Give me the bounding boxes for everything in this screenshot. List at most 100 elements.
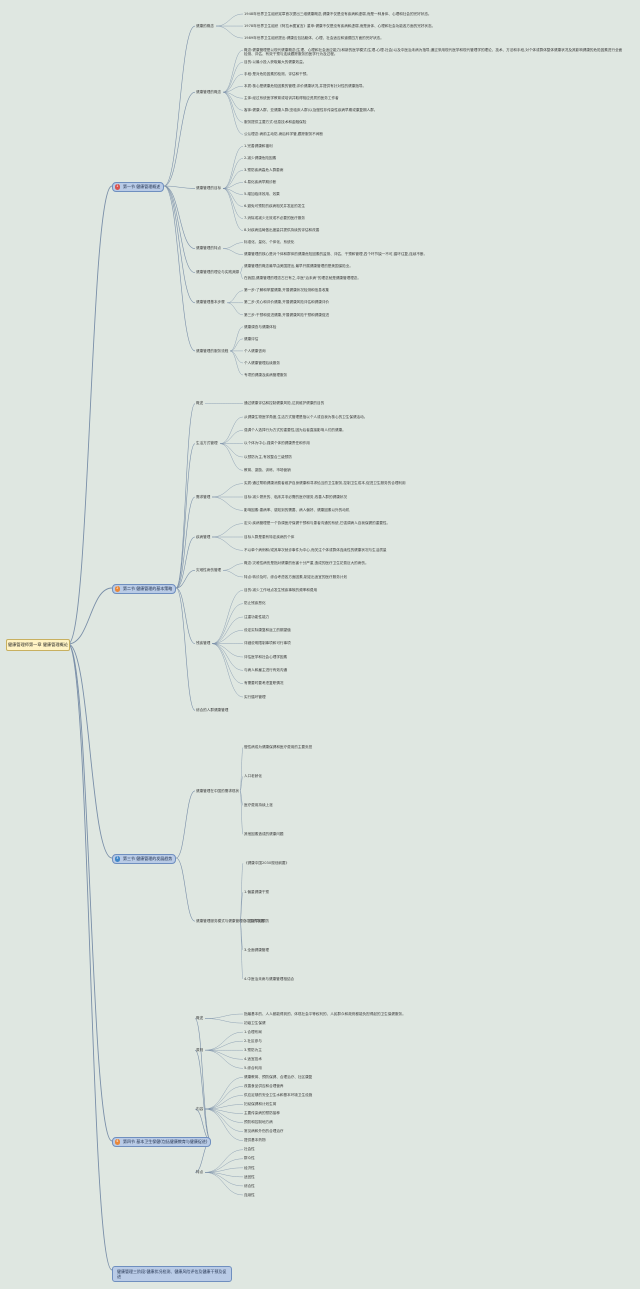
leaf-node: 注重功能性能力 — [244, 614, 270, 619]
leaf-node: 目的:减少工作地点发生残疾事故的频率和费用 — [244, 588, 318, 593]
leaf-node: 5.综合利用 — [244, 1066, 262, 1070]
connector-line — [239, 266, 244, 273]
connector-line — [204, 1077, 244, 1110]
connector-line — [204, 1031, 244, 1051]
connector-line — [222, 170, 244, 189]
leaf-node: 与病人和雇主进行有效沟通 — [244, 668, 288, 673]
branch-node[interactable]: 综合的人群健康管理 — [196, 708, 229, 713]
connector-line — [222, 242, 244, 249]
leaf-node: 经济性 — [244, 1165, 255, 1170]
connector-line — [222, 49, 244, 93]
branch-node[interactable]: 生活方式管理 — [196, 441, 218, 446]
connector-line — [211, 643, 244, 684]
leaf-node: 1948年世界卫生组织宪章首次提出三维健康概念,健康不仅是没有疾病和虚弱,而是一… — [244, 11, 432, 16]
chapter-badge-icon: 1 — [114, 184, 121, 190]
branch-node[interactable]: 健康的概念 — [196, 23, 214, 28]
leaf-node: 6.避免可预防的疾病相关并发症的发生 — [244, 204, 305, 209]
connector-line — [204, 1149, 244, 1173]
leaf-node: 第二步:关心和评价健康,开展健康风险评估和健康评价 — [244, 300, 330, 305]
leaf-node: 指最基本的、人人都能得到的、体现社会平等权利的、人民群众和政府都能负担得起的卫生… — [244, 1011, 406, 1016]
leaf-node: 连续性 — [244, 1192, 255, 1197]
leaf-node: 健康管理的核心是对个体和群体的健康危险因素的监测、评估、干预和管理,四个环节缺一… — [244, 252, 428, 257]
leaf-node: 预防和控制地方病 — [244, 1120, 273, 1125]
connector-line — [175, 536, 196, 589]
connector-line — [211, 630, 244, 644]
connector-line — [163, 185, 196, 189]
connector-line — [175, 587, 196, 711]
leaf-node: 3.全面健康管理 — [244, 947, 269, 952]
branch-node[interactable]: 特点 — [196, 1170, 204, 1175]
leaf-node: 定义:疾病管理是一个协调医疗保健干预和与患者沟通的系统,它强调病人自我保健的重要… — [244, 521, 391, 526]
connector-line — [175, 857, 196, 922]
branch-node[interactable]: 健康管理的理论与实践渊源 — [196, 270, 240, 275]
leaf-node: 8.对疾病结局做出度量并提供持续的评估和改善 — [244, 228, 320, 233]
branch-node[interactable]: 健康管理的特点 — [196, 246, 222, 251]
connector-line — [222, 61, 244, 93]
connector-line — [239, 920, 244, 980]
leaf-node: 2.坚持早期预防 — [244, 918, 269, 923]
chapter-node-c5[interactable]: 健康管理三阶段:健康状况检测、健康风险评估及健康干预及促进 — [112, 1266, 232, 1282]
connector-line — [229, 326, 244, 352]
leaf-node: 目标人群是患有特定疾病的个体 — [244, 534, 295, 539]
leaf-node: 实质:通过帮助健康消费者维护自身健康和寻求恰当的卫生服务,控制卫生成本,促进卫生… — [244, 481, 406, 486]
connector-line — [222, 86, 244, 93]
branch-node[interactable]: 灾难性病伤管理 — [196, 568, 222, 573]
leaf-node: 概念:灾难性病伤是指对健康的危害十分严重,造成的医疗卫生花费巨大的病伤。 — [244, 561, 369, 566]
connector-line — [175, 790, 196, 859]
connector-line — [222, 563, 244, 571]
chapter-label: 第二节 健康管理的基本策略 — [123, 586, 173, 591]
leaf-node: 适宜性 — [244, 1174, 255, 1179]
leaf-node: 特点:转诊及时、综合考虑各方面因素,制定出适宜的医疗服务计划 — [244, 574, 347, 579]
connector-line — [204, 1108, 244, 1132]
connector-line — [239, 776, 244, 792]
leaf-node: 慢性病成为健康保健和医疗费用的主要负担 — [244, 745, 313, 750]
branch-node[interactable]: 健康管理的概念 — [196, 89, 222, 94]
branch-node[interactable]: 概述 — [196, 401, 204, 406]
connector-line — [204, 1018, 244, 1024]
mindmap-root-node[interactable]: 健康管理师第一章 健康管理概论 — [6, 639, 70, 651]
branch-node[interactable]: 内容 — [196, 1106, 204, 1111]
connector-line — [222, 92, 244, 123]
leaf-node: 1989年世界卫生组织提出:健康应包括躯体、心理、社会适应和道德四方面的完好状态… — [244, 35, 384, 40]
branch-node[interactable]: 原则 — [196, 1047, 204, 1052]
leaf-node: 改善食品供应和合理营养 — [244, 1084, 284, 1089]
leaf-node: 1.完善健康和福利 — [244, 144, 273, 149]
branch-node[interactable]: 疾病管理 — [196, 534, 211, 539]
leaf-node: 常见病和外伤的合理治疗 — [244, 1129, 284, 1134]
connector-line — [222, 146, 244, 189]
leaf-node: 客体:健康人群、亚健康人群(亚临床人群)以及慢性非传染性疾病早期或康复期人群。 — [244, 107, 378, 112]
leaf-node: 供应足够的安全卫生水和基本环境卫生设施 — [244, 1093, 313, 1098]
leaf-node: 手段:是对危险因素的检测、评估和干预。 — [244, 71, 310, 76]
leaf-node: 目标:减少昂贵的、临床并非必需的医疗服务,改善人群的健康状况 — [244, 494, 347, 499]
branch-node[interactable]: 健康管理在中国的需求现状 — [196, 788, 240, 793]
connector-line — [229, 350, 244, 376]
connector-line — [67, 587, 113, 645]
branch-node[interactable]: 残疾管理 — [196, 641, 211, 646]
branch-node[interactable]: 健康管理服务模式与健康管理在中国的发展 — [196, 918, 265, 923]
leaf-node: 第三步:干预和促进健康,开展健康风险干预和健康促进 — [244, 312, 330, 317]
leaf-node: 3.预防疾病高危人群患病 — [244, 168, 284, 173]
branch-node[interactable]: 概述 — [196, 1016, 204, 1021]
connector-line — [163, 185, 196, 352]
branch-node[interactable]: 健康管理的服务流程 — [196, 348, 229, 353]
leaf-node: 7.消除或减少无效或不必要的医疗服务 — [244, 216, 305, 221]
leaf-node: 以个体为中心,强调个体的健康责任和作用 — [244, 441, 310, 446]
connector-line — [219, 430, 244, 444]
leaf-node: 初级卫生保健 — [244, 1020, 266, 1025]
connector-line — [211, 590, 244, 644]
connector-line — [222, 248, 244, 255]
chapter-label: 第四节 基本卫生保健(包括健康教育与健康促进) — [123, 1139, 208, 1144]
branch-node[interactable]: 需求管理 — [196, 494, 211, 499]
leaf-node: 健康评估 — [244, 336, 259, 341]
branch-node[interactable]: 健康管理基本步骤 — [196, 300, 225, 305]
connector-line — [67, 643, 113, 1142]
branch-node[interactable]: 健康管理的目标 — [196, 186, 222, 191]
leaf-node: 综合性 — [244, 1183, 255, 1188]
connector-line — [239, 790, 244, 806]
connector-line — [222, 188, 244, 231]
